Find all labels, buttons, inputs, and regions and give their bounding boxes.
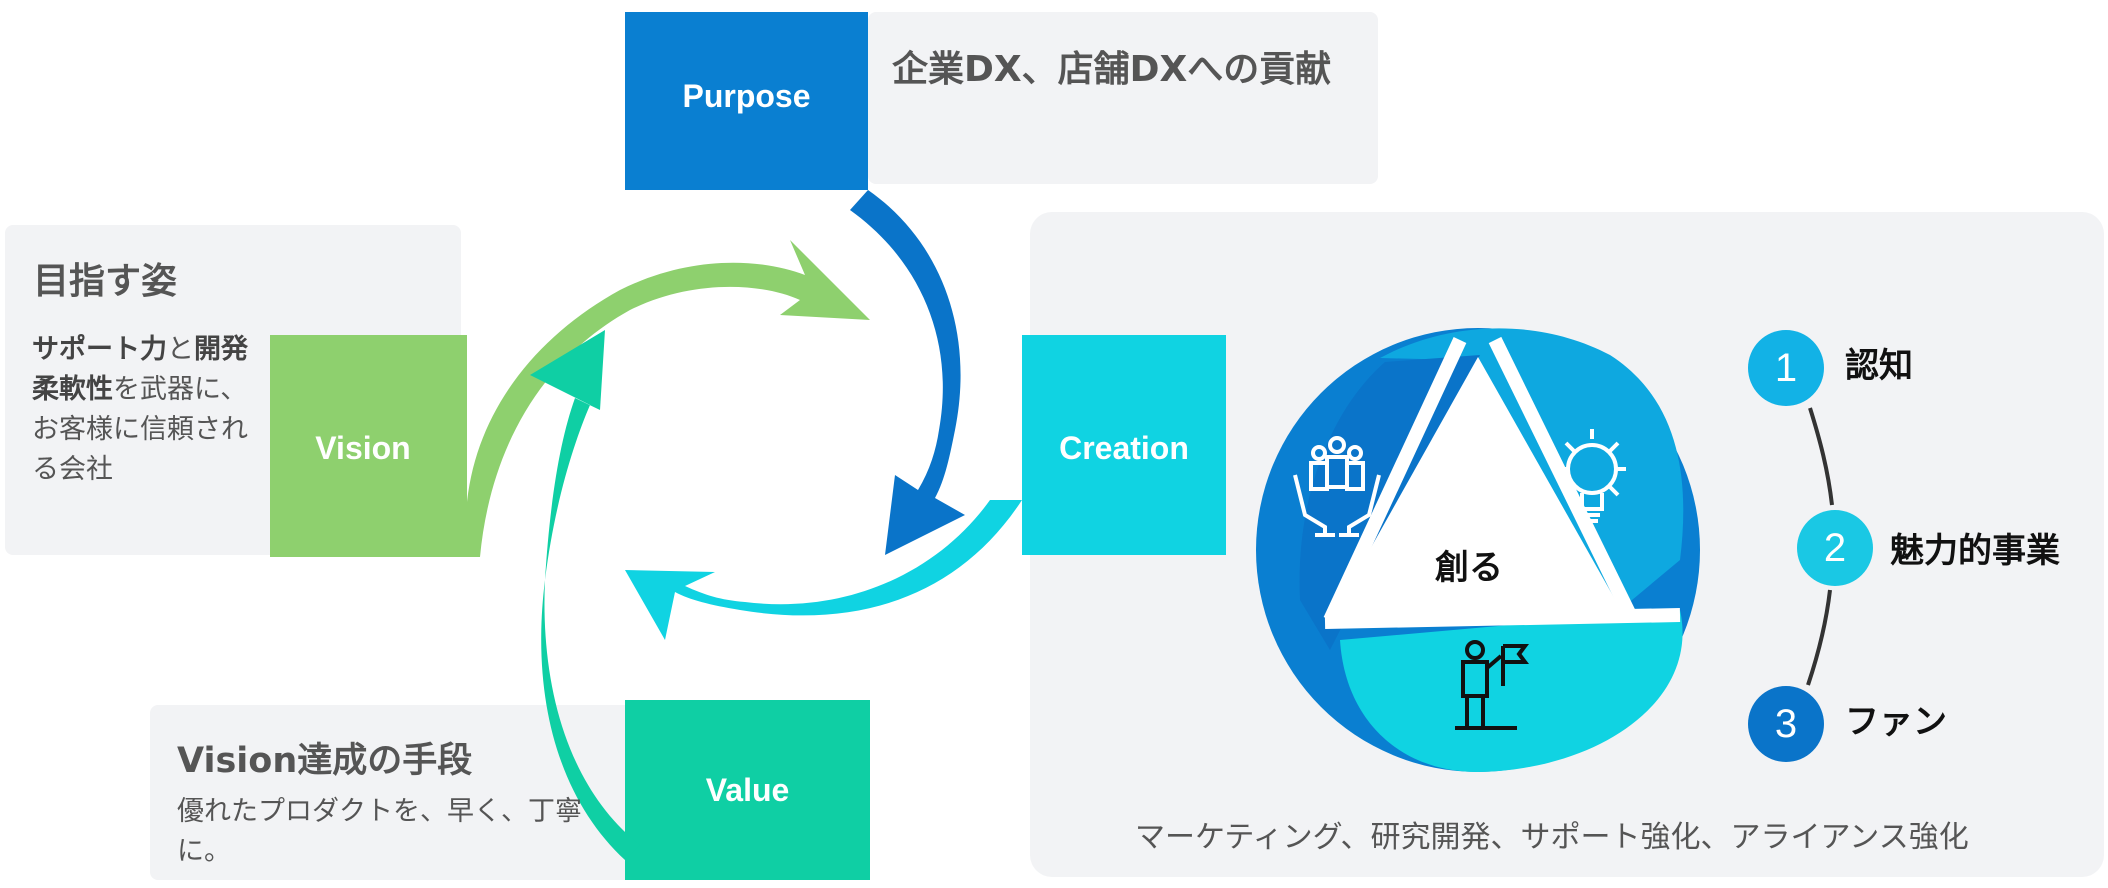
value-title: Vision達成の手段 xyxy=(177,741,473,781)
step-connector-2-3 xyxy=(1806,589,1832,686)
step-2-badge: 2 xyxy=(1797,510,1873,586)
purpose-description: 企業DX、店舗DXへの貢献 xyxy=(892,49,1332,90)
creation-block xyxy=(1022,335,1226,555)
value-block xyxy=(625,700,870,880)
vision-block xyxy=(270,335,467,557)
creation-caption: マーケティング、研究開発、サポート強化、アライアンス強化 xyxy=(1135,820,1969,855)
step-3-label: ファン xyxy=(1845,702,1947,742)
vision-label: Vision xyxy=(315,430,411,466)
lightbulb-icon xyxy=(1558,429,1626,523)
value-label: Value xyxy=(705,772,790,808)
leader-flag-icon xyxy=(1455,640,1529,730)
step-connector-1-2 xyxy=(1808,407,1834,506)
step-1-label: 認知 xyxy=(1845,346,1913,386)
value-panel xyxy=(150,705,650,880)
creation-label: Creation xyxy=(1059,430,1189,466)
step-1-badge: 1 xyxy=(1748,330,1824,406)
step-2-label: 魅力的事業 xyxy=(1890,531,2060,571)
vision-text-bold-2: 開発柔軟性 xyxy=(32,334,248,405)
people-care-icon xyxy=(1293,436,1381,537)
creation-cycle-graphic xyxy=(1256,328,1700,772)
creation-arrow xyxy=(625,500,1022,640)
value-arrow xyxy=(530,330,640,860)
purpose-arrow xyxy=(850,190,965,555)
vision-arrow xyxy=(465,240,870,557)
vision-text: サポート力と開発柔軟性を武器に、お客様に信頼される会社 xyxy=(32,330,267,490)
value-text: 優れたプロダクトを、早く、丁寧に。 xyxy=(177,796,582,867)
purpose-panel xyxy=(868,12,1378,184)
creation-center-word: 創る xyxy=(1435,548,1503,588)
purpose-label: Purpose xyxy=(682,78,811,114)
vision-text-bold-1: サポート力 xyxy=(32,334,167,365)
step-3-badge: 3 xyxy=(1748,686,1824,762)
purpose-block xyxy=(625,12,868,190)
vision-text-1: と xyxy=(167,334,194,365)
vision-text-2: を武器に、お客様に信頼される会社 xyxy=(32,374,248,485)
vision-title: 目指す姿 xyxy=(33,261,178,302)
